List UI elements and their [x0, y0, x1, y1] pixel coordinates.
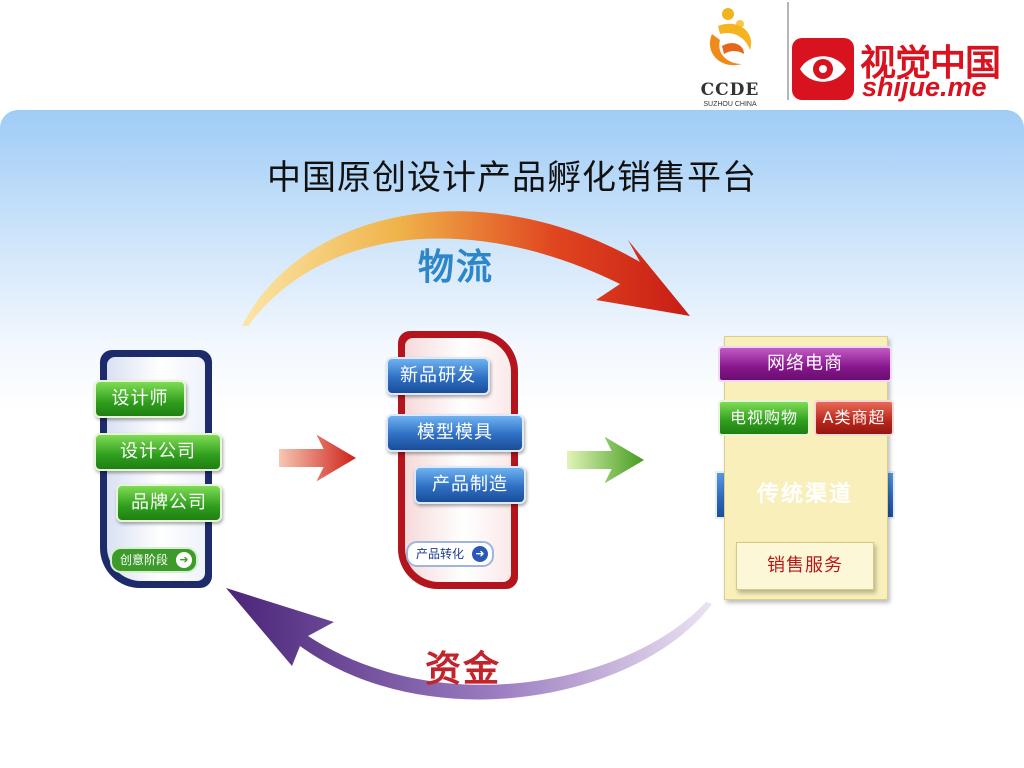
ccde-logo: CCDE SUZHOU CHINA: [690, 4, 770, 108]
creative-stage-text: 创意阶段: [120, 553, 169, 567]
arrow-right-icon: [565, 431, 648, 489]
funds-arrow: [226, 588, 712, 700]
funds-label: 资金: [425, 649, 502, 690]
product-conversion-text: 产品转化: [416, 547, 465, 561]
shijue-chinese-name: 视觉中国: [860, 43, 1001, 84]
product-conversion-button[interactable]: 产品转化 ➜: [406, 541, 495, 567]
logo-divider: [787, 2, 789, 100]
page-title: 中国原创设计产品孵化销售平台: [267, 158, 757, 198]
brand-company-label: 品牌公司: [116, 484, 222, 522]
arrow-right-icon: ➜: [472, 546, 489, 562]
creative-stage-button[interactable]: 创意阶段 ➜: [110, 547, 199, 573]
logistics-label: 物流: [418, 247, 495, 288]
shijue-domain: shijue.me: [862, 72, 987, 102]
eye-icon: [792, 38, 854, 100]
designer-label: 设计师: [94, 380, 186, 418]
shijue-logo: 视觉中国 shijue.me: [792, 38, 1022, 104]
a-class-supermarket-label: A类商超: [814, 400, 894, 436]
header: CCDE SUZHOU CHINA 视觉中国 shijue.me: [0, 0, 1024, 110]
ccde-text: CCDE: [700, 80, 760, 100]
tv-shopping-label: 电视购物: [718, 400, 810, 436]
arrow-right-icon: ➜: [176, 552, 193, 568]
design-company-label: 设计公司: [94, 433, 222, 471]
online-commerce-label: 网络电商: [718, 346, 892, 382]
logistics-arrow: [242, 211, 690, 326]
ccde-subtitle: SUZHOU CHINA: [703, 101, 757, 108]
new-product-rd-label: 新品研发: [386, 357, 490, 395]
model-mold-label: 模型模具: [386, 414, 524, 452]
sales-service-label: 销售服务: [736, 542, 874, 590]
arrow-right-icon: [277, 429, 360, 487]
manufacturing-label: 产品制造: [414, 466, 526, 504]
traditional-channel-label: 传统渠道: [756, 482, 853, 507]
ccde-emblem-icon: [709, 8, 752, 66]
